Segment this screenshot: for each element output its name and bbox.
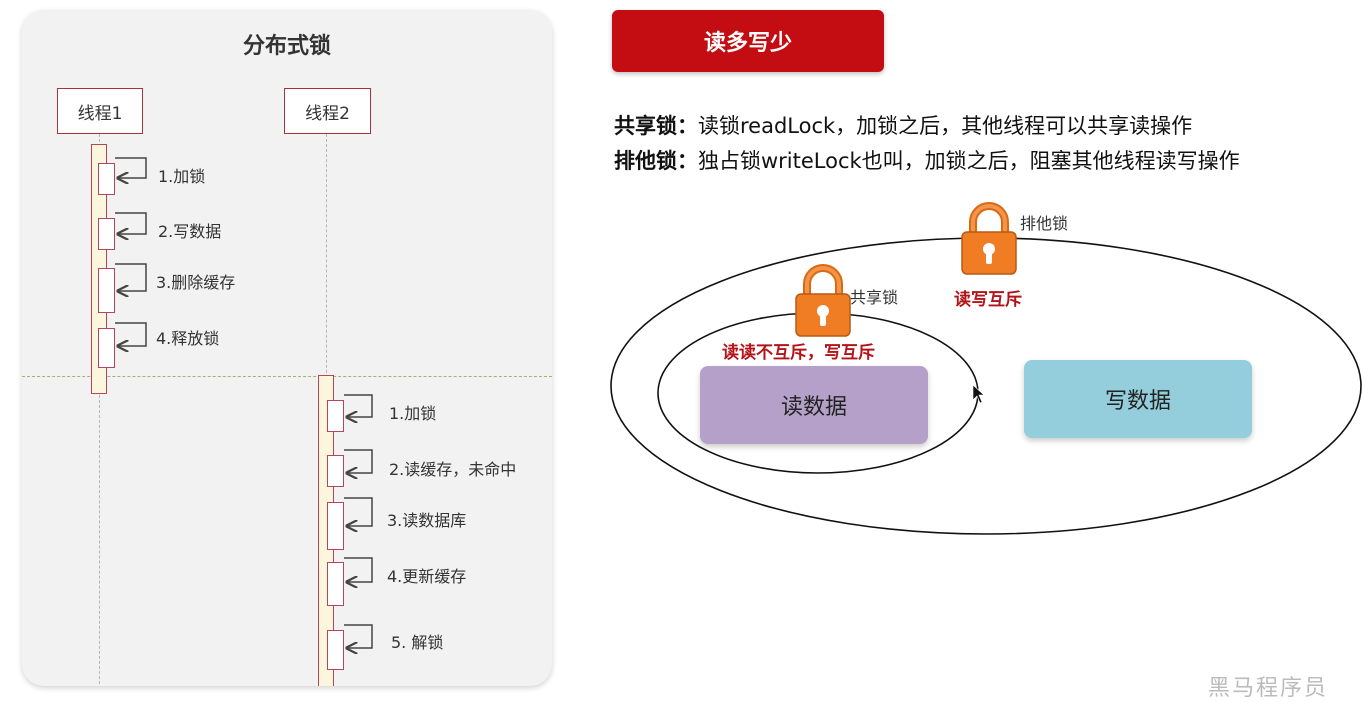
shared-lock-definition: 共享锁：读锁readLock，加锁之后，其他线程可以共享读操作: [614, 110, 1192, 140]
write-data-box: 写数据: [1024, 360, 1252, 438]
self-call-arrow: [115, 263, 147, 291]
activation-box: [327, 400, 344, 432]
self-call-arrow: [344, 394, 373, 417]
phase-divider: [22, 376, 552, 377]
shared-lock-icon: [795, 264, 851, 337]
activation-box: [327, 562, 344, 606]
self-call-arrow: [344, 624, 373, 648]
read-more-write-less-banner: 读多写少: [612, 10, 884, 72]
shared-lock-term: 共享锁：: [614, 114, 698, 138]
thread2-step-4: 4.更新缓存: [387, 567, 467, 586]
thread2-step-2: 2.读缓存，未命中: [389, 460, 517, 479]
shared-lock-description: 读锁readLock，加锁之后，其他线程可以共享读操作: [698, 114, 1193, 138]
thread2-step-3: 3.读数据库: [387, 511, 467, 530]
thread1-step-4: 4.释放锁: [156, 329, 220, 348]
self-call-arrow: [115, 212, 147, 234]
thread2-step-1: 1.加锁: [389, 404, 437, 423]
activation-box: [98, 268, 115, 313]
activation-box: [327, 502, 344, 550]
self-call-arrow: [344, 557, 373, 582]
actor-thread-2: 线程2: [284, 88, 371, 134]
thread1-step-2: 2.写数据: [158, 222, 222, 241]
watermark: 黑马程序员: [1208, 676, 1329, 701]
exclusive-mutex-label: 读写互斥: [954, 290, 1022, 310]
lifeline-thread-1: [99, 134, 100, 686]
thread2-step-5: 5. 解锁: [391, 633, 444, 652]
self-call-arrow: [344, 497, 373, 526]
activation-box: [327, 455, 344, 487]
cursor-icon: [972, 384, 985, 404]
exclusive-lock-icon: [961, 202, 1017, 275]
self-call-arrow: [115, 157, 147, 178]
self-call-arrow: [344, 449, 373, 473]
actor-thread-1: 线程1: [57, 88, 143, 134]
exclusive-lock-description: 独占锁writeLock也叫，加锁之后，阻塞其他线程读写操作: [698, 149, 1240, 173]
exclusive-lock-definition: 排他锁：独占锁writeLock也叫，加锁之后，阻塞其他线程读写操作: [614, 145, 1240, 175]
activation-box: [98, 218, 115, 250]
exclusive-lock-label: 排他锁: [1020, 214, 1069, 233]
shared-lock-label: 共享锁: [850, 288, 899, 307]
shared-mutex-label: 读读不互斥，写互斥: [722, 343, 875, 363]
self-call-arrow: [115, 322, 147, 346]
panel-title: 分布式锁: [242, 34, 331, 59]
distributed-lock-panel: 分布式锁 线程1 线程2 1.加锁 2.写数: [22, 10, 552, 686]
thread1-step-3: 3.删除缓存: [156, 273, 236, 292]
activation-box: [327, 630, 344, 670]
thread1-step-1: 1.加锁: [158, 167, 206, 186]
read-data-box: 读数据: [700, 366, 928, 444]
self-call-arrows: [115, 157, 373, 686]
exclusive-lock-term: 排他锁：: [614, 149, 698, 173]
activation-box: [98, 163, 115, 195]
activation-box: [98, 328, 115, 368]
